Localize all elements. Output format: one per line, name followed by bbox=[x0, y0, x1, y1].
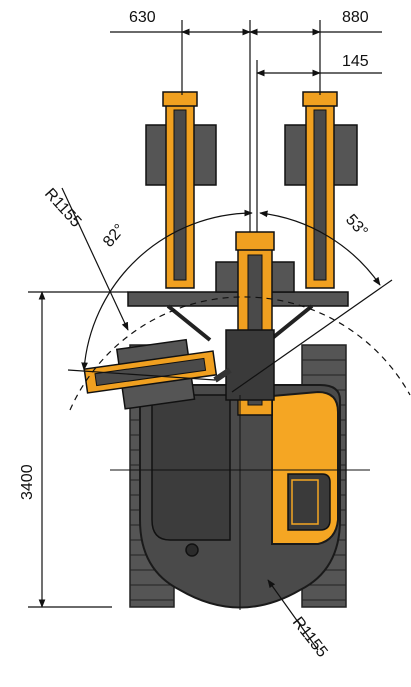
dim-radius-top: R1155 bbox=[41, 185, 84, 231]
right-arm-position bbox=[284, 91, 358, 289]
dim-radius-bottom: R1155 bbox=[289, 614, 331, 661]
dim-swing-left-angle: 82° bbox=[100, 221, 129, 250]
dimension-lines bbox=[28, 20, 411, 651]
left-arm-position bbox=[145, 91, 217, 289]
dim-height: 3400 bbox=[19, 464, 36, 500]
dim-swing-right-angle: 53° bbox=[342, 211, 371, 240]
dim-offset-right: 880 bbox=[342, 9, 369, 26]
operator-cab bbox=[271, 390, 339, 545]
dim-offset-left: 630 bbox=[129, 9, 156, 26]
center-lines bbox=[110, 395, 370, 610]
dim-offset-small: 145 bbox=[342, 53, 369, 70]
swing-link bbox=[213, 367, 232, 383]
